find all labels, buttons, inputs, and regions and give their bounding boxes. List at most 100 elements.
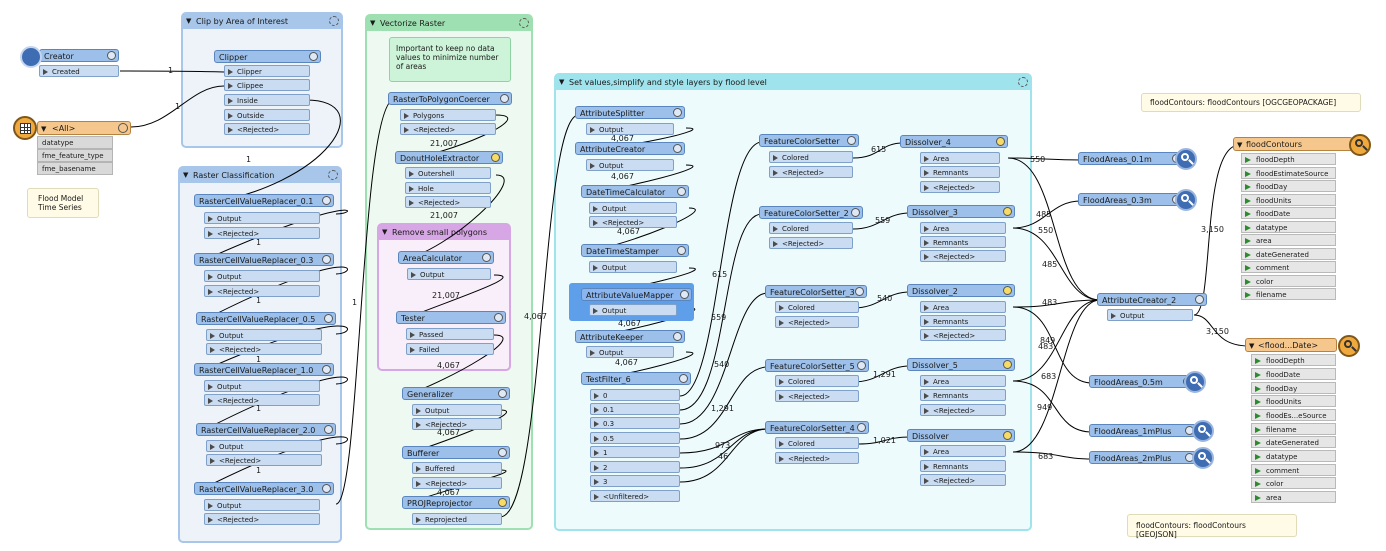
output-port[interactable]: Failed [406,343,494,355]
output-port[interactable]: <Rejected> [204,285,320,297]
gear-icon[interactable] [1195,295,1204,304]
writer-attr[interactable]: floodDate [1251,368,1336,380]
output-port[interactable]: Output [407,268,491,280]
output-port[interactable]: Output [206,440,322,452]
reader-table-icon[interactable] [13,116,37,140]
output-port[interactable]: Output [204,380,320,392]
areacalc-header[interactable]: AreaCalculator [398,251,494,264]
gear-icon[interactable] [680,290,689,299]
output-port[interactable]: <Rejected> [920,250,1006,262]
dissolver-header[interactable]: Dissolver_3 [907,205,1015,218]
rcvr-header[interactable]: RasterCellValueReplacer_0.3 [194,253,334,266]
writer-attr[interactable]: floodDepth [1241,153,1336,165]
dissolver-header[interactable]: Dissolver_4 [900,135,1008,148]
output-port[interactable]: 0.3 [590,417,680,429]
output-port[interactable]: <Rejected> [204,513,320,525]
r2p-header[interactable]: RasterToPolygonCoercer [388,92,512,105]
gear-icon[interactable] [1018,77,1028,87]
gear-icon[interactable] [324,425,333,434]
output-port[interactable]: Output [586,159,674,171]
dtcalc-header[interactable]: DateTimeCalculator [581,185,689,198]
output-port[interactable]: <Rejected> [920,181,1000,193]
output-port[interactable]: Area [920,222,1006,234]
output-port[interactable]: Hole [405,182,491,194]
output-port[interactable]: Output [589,261,677,273]
output-port[interactable]: Remnants [920,460,1006,472]
output-port[interactable]: Output [206,329,322,341]
writer-attr[interactable]: floodEstimateSource [1241,167,1336,179]
fcs-header[interactable]: FeatureColorSetter [759,134,859,147]
collapse-icon[interactable]: ▼ [186,17,192,25]
note-nodata[interactable]: Important to keep no data values to mini… [389,37,511,82]
gear-icon[interactable] [1003,286,1012,295]
writer-attr[interactable]: floodDepth [1251,354,1336,366]
output-port[interactable]: 0.5 [590,432,680,444]
rcvr-header[interactable]: RasterCellValueReplacer_0.1 [194,194,334,207]
rcvr-header[interactable]: RasterCellValueReplacer_1.0 [194,363,334,376]
writer-attr[interactable]: comment [1241,261,1336,273]
output-port[interactable]: Output [204,212,320,224]
gear-icon[interactable] [996,137,1005,146]
output-port[interactable]: Colored [775,301,859,313]
output-port[interactable]: <Rejected> [206,454,322,466]
output-port[interactable]: Remnants [920,315,1006,327]
collapse-icon[interactable]: ▼ [382,228,388,236]
output-port[interactable]: Outside [224,109,310,121]
output-port[interactable]: Area [920,445,1006,457]
gear-icon[interactable] [673,332,682,341]
writer-attr[interactable]: color [1251,477,1336,489]
bookmark-small-header[interactable]: ▼Remove small polygons [379,225,509,240]
gear-icon[interactable] [498,448,507,457]
output-port[interactable]: <Rejected> [769,166,853,178]
bookmark-setvalues-header[interactable]: ▼Set values,simplify and style layers by… [556,75,1030,90]
writer-attr[interactable]: datatype [1241,221,1336,233]
rcvr-header[interactable]: RasterCellValueReplacer_2.0 [196,423,336,436]
gear-icon[interactable] [1003,431,1012,440]
output-port[interactable]: <Rejected> [224,123,310,135]
note-geojson[interactable]: floodContours: floodContours [GEOJSON] [1127,514,1297,539]
keeper-header[interactable]: AttributeKeeper [575,330,685,343]
output-port[interactable]: <Rejected> [775,316,859,328]
inspector-header[interactable]: FloodAreas_0.5m [1089,375,1195,388]
gear-icon[interactable] [677,187,686,196]
collapse-icon[interactable]: ▼ [370,19,376,27]
writer-attr[interactable]: comment [1251,464,1336,476]
output-port[interactable]: Colored [769,222,853,234]
dissolver-header[interactable]: Dissolver_5 [907,358,1015,371]
writer-attr[interactable]: dateGenerated [1251,436,1336,448]
output-port[interactable]: Output [1107,309,1193,321]
collapse-icon[interactable]: ▼ [41,125,47,133]
output-port[interactable]: Buffered [412,462,502,474]
inspector-magnifier-icon[interactable] [1175,148,1197,170]
output-port[interactable]: <Rejected> [775,390,859,402]
creator-header[interactable]: Creator [39,49,119,62]
fcs-header[interactable]: FeatureColorSetter_4 [765,421,869,434]
writer-attr[interactable]: area [1241,234,1336,246]
gear-icon[interactable] [851,208,860,217]
testfilter-header[interactable]: TestFilter_6 [581,372,691,385]
gear-icon[interactable] [107,51,116,60]
writer-attr[interactable]: floodDate [1241,207,1336,219]
output-port[interactable]: Area [920,375,1006,387]
output-port[interactable]: Remnants [920,236,1006,248]
writer-attr[interactable]: floodDay [1251,382,1336,394]
bookmark-clip-header[interactable]: ▼Clip by Area of Interest [183,14,341,29]
output-port[interactable]: <Rejected> [204,394,320,406]
output-port[interactable]: <Unfiltered> [590,490,680,502]
output-port[interactable]: Inside [224,94,310,106]
collapse-icon[interactable]: ▼ [1237,141,1243,149]
bookmark-vectorize-header[interactable]: ▼Vectorize Raster [367,16,531,31]
avm-header[interactable]: AttributeValueMapper [581,288,692,301]
fcs-header[interactable]: FeatureColorSetter_3 [765,285,867,298]
writer-attr[interactable]: filename [1241,288,1336,300]
writer-attr[interactable]: floodUnits [1251,395,1336,407]
inspector-magnifier-icon[interactable] [1184,371,1206,393]
writer-header[interactable]: ▼floodContours [1233,137,1353,151]
dissolver-header[interactable]: Dissolver [907,429,1015,442]
collapse-icon[interactable]: ▼ [1249,342,1255,350]
note-flood-model[interactable]: Flood Model Time Series [27,188,99,218]
output-port[interactable]: <Rejected> [920,474,1006,486]
output-port[interactable]: Passed [406,328,494,340]
writer-attr[interactable]: floodUnits [1241,194,1336,206]
